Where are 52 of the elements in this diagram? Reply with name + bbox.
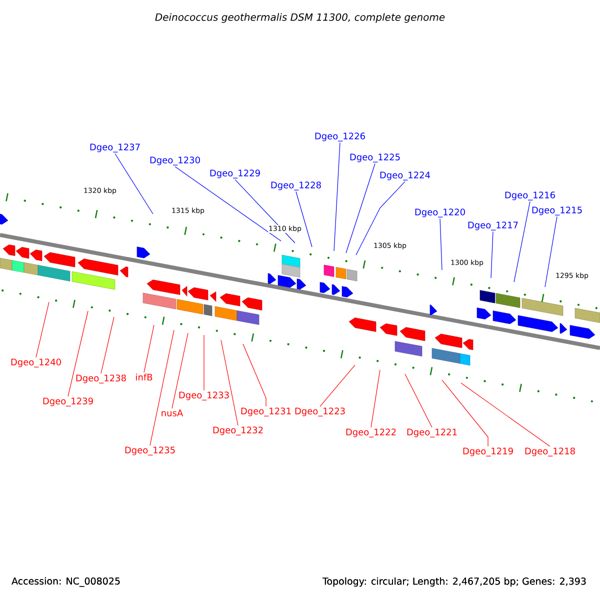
leader-line [114,153,154,214]
gene-label: Dgeo_1215 [532,206,582,216]
gene-label: Dgeo_1220 [415,208,465,218]
gene-label: Dgeo_1229 [210,170,260,178]
leader-line [514,201,530,282]
leader-line [460,382,550,447]
leader-line [242,344,266,407]
gene-label: Dgeo_1230 [150,156,200,166]
title: Deinococcus geothermalis DSM 11300, complete genome [155,13,445,23]
leader-line [174,166,282,242]
gene-label: Dgeo_1217 [468,222,518,230]
leader-line [234,179,296,244]
leader-line [220,340,238,426]
gene-label: Dgeo_1228 [271,182,321,190]
leader-line [100,316,114,374]
leader-line [490,231,494,278]
leader-line [442,380,488,447]
gene-label: Dgeo_1222 [346,428,396,438]
leader-line [404,374,432,428]
gene-label: Dgeo_1219 [463,448,513,456]
leader-line [356,181,406,256]
gene-label: Dgeo_1232 [213,426,263,436]
leader-line [150,330,174,446]
gene-label: Dgeo_1216 [505,192,555,200]
gene-label: Dgeo_1235 [125,446,175,456]
leader-line [544,216,558,288]
accession-text: Accession: NC_008025 [12,577,120,587]
gene-label: Dgeo_1237 [90,144,140,152]
gene-label: Dgeo_1224 [380,172,430,180]
gene-label: Dgeo_1218 [525,448,575,456]
gene-label: Dgeo_1225 [350,154,400,162]
gene-label: infB [136,374,152,380]
gene-label: Dgeo_1233 [179,392,229,400]
leader-line [334,142,340,252]
leader-line [346,163,376,254]
gene-label: Dgeo_1223 [295,408,345,416]
genome-info-text: Topology: circular; Length: 2,467,205 bp; Genes: 2,393 [322,577,586,587]
gene-label: Dgeo_1221 [407,428,457,438]
leader-line [370,370,380,428]
leader-line [68,310,88,397]
gene-label: Dgeo_1239 [43,398,93,406]
leader-line [36,302,50,358]
leader-line [440,218,442,270]
gene-label: nusA [162,410,184,416]
gene-label: Dgeo_1240 [11,358,61,368]
gene-label: Dgeo_1226 [315,132,365,142]
gene-label: Dgeo_1238 [76,374,126,384]
leader-line [320,364,356,407]
gene-label: Dgeo_1231 [241,408,291,416]
leader-line [172,332,188,409]
leader-line [296,191,312,248]
leader-line [144,324,154,373]
